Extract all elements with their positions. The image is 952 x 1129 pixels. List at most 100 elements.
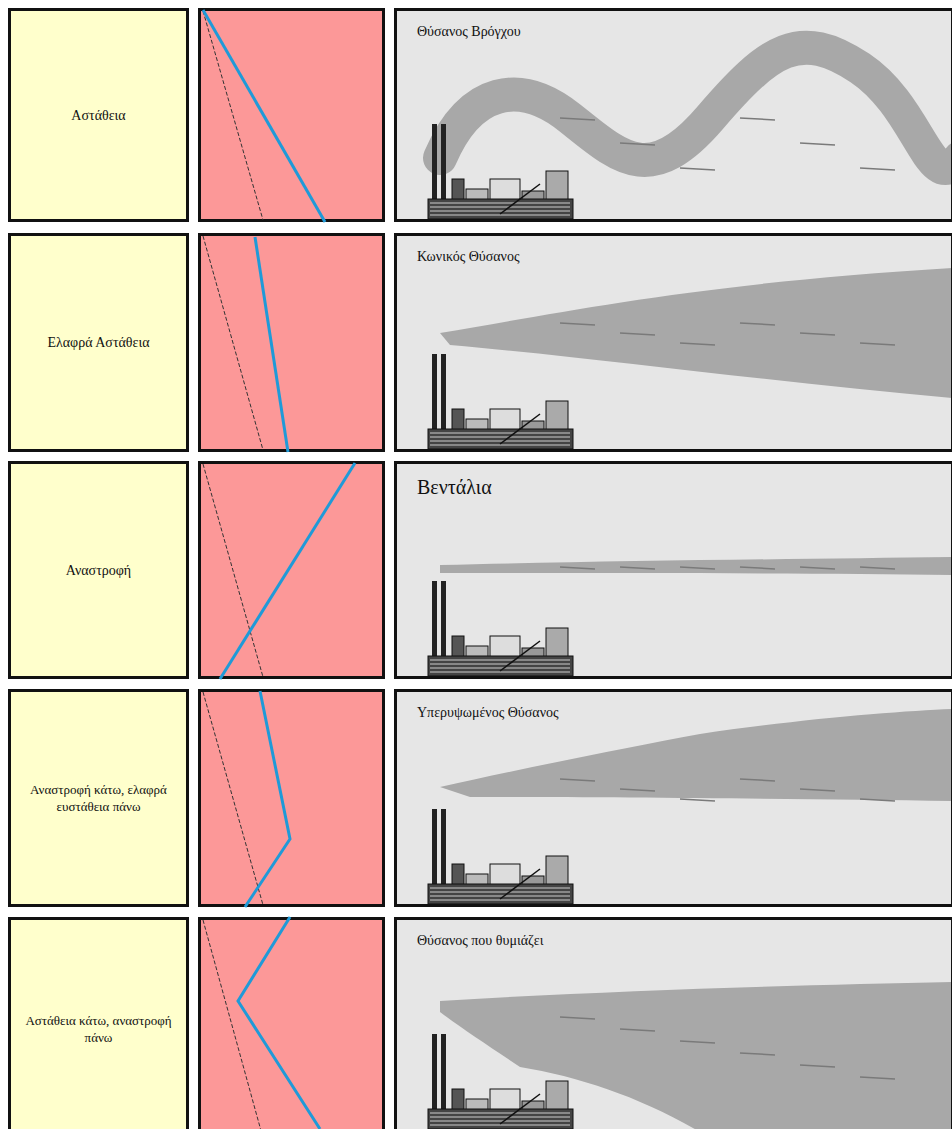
conveyor [500,869,540,899]
smoke-plume [440,709,952,801]
factory-stripe [430,1117,570,1118]
plume-streak [800,789,835,791]
factory-stripe [430,1121,570,1122]
plume-title: Υπερυψωμένος Θύσανος [417,704,559,721]
smoke-plume [440,557,952,575]
panel-ground [394,233,952,452]
adiabatic-line [203,464,263,677]
plume-panel: Κωνικός Θύσανος [394,233,952,452]
factory-stripe [430,668,570,669]
conveyor [500,184,540,214]
plume-streak [680,567,715,569]
factory-base [428,884,573,904]
stability-box: Αναστροφή κάτω, ελαφρά ευστάθεια πάνω [8,689,189,907]
plume-streak [860,799,895,801]
plume-title: Θύσανος Βρόγχου [417,23,521,40]
conveyor [500,1094,540,1124]
plume-streak [740,567,775,569]
plume-streak [560,118,595,120]
conveyor [500,641,540,671]
stability-box: Αναστροφή [8,461,189,679]
panel-ground [394,917,952,1129]
smoke-plume [440,268,952,398]
factory-stripe [430,896,570,897]
temperature-profile [238,917,320,1129]
plume-streak [740,1053,775,1055]
plume-streak [620,143,655,145]
factory-stripe [430,445,570,446]
plume-streak [860,1077,895,1079]
plume-streak [680,343,715,345]
plume-streak [860,343,895,345]
factory-base [428,656,573,676]
factory-stripe [430,441,570,442]
factory-stripe [430,1125,570,1126]
temperature-profile [245,691,290,907]
temperature-profile [255,237,288,452]
stability-box: Αστάθεια κάτω, αναστροφή πάνω [8,917,189,1129]
plume-streak [680,168,715,170]
plume-streak [560,567,595,569]
lapse-rate-panel [200,919,384,1129]
plume-streak [800,567,835,569]
conveyor [500,414,540,444]
plume-streak [800,333,835,335]
factory-stripe [430,211,570,212]
factory-base [428,429,573,449]
plume-streak [620,1029,655,1031]
plume-streak [620,789,655,791]
factory-stripe [430,207,570,208]
temperature-profile [203,10,325,222]
adiabatic-line [203,692,263,905]
adiabatic-line [203,11,263,220]
stability-label: Αστάθεια κάτω, αναστροφή πάνω [11,1008,186,1050]
factory-stripe [430,215,570,216]
plume-streak [740,323,775,325]
factory-stripe [430,892,570,893]
plume-title: Θύσανος που θυμιάζει [417,932,544,949]
plume-streak [560,323,595,325]
factory-stripe [430,203,570,204]
factory-stripe [430,888,570,889]
plume-streak [740,779,775,781]
plume-panel: Θύσανος Βρόγχου [394,8,952,222]
plume-streak [680,799,715,801]
stability-box: Αστάθεια [8,8,189,222]
factory-stripe [430,1113,570,1114]
factory-stripe [430,900,570,901]
plume-streak [800,143,835,145]
stability-label: Αναστροφή κάτω, ελαφρά ευστάθεια πάνω [11,777,186,819]
plume-streak [620,567,655,569]
factory-base [428,1109,573,1129]
plume-streak [680,1041,715,1043]
factory-base [428,199,573,219]
stability-label: Αναστροφή [58,558,139,583]
panel-ground [394,461,952,679]
factory-stripe [430,437,570,438]
factory-stripe [430,433,570,434]
smoke-plume [440,48,952,168]
plume-streak [860,168,895,170]
plume-panel: Υπερυψωμένος Θύσανος [394,689,952,907]
adiabatic-line [203,236,263,450]
stability-box: Ελαφρά Αστάθεια [8,233,189,452]
plume-panel: Βεντάλια [394,461,952,679]
lapse-rate-panel [200,463,384,678]
factory-stripe [430,664,570,665]
stability-label: Αστάθεια [63,103,133,128]
lapse-rate-panel [200,10,384,221]
plume-streak [560,779,595,781]
stability-label: Ελαφρά Αστάθεια [39,330,157,355]
plume-streak [740,118,775,120]
temperature-profile [220,463,355,679]
plume-panel: Θύσανος που θυμιάζει [394,917,952,1129]
smoke-plume [440,982,952,1129]
lapse-rate-panel [200,691,384,906]
plume-streak [800,1065,835,1067]
plume-title: Βεντάλια [417,476,492,498]
plume-streak [560,1017,595,1019]
plume-streak [620,333,655,335]
factory-stripe [430,672,570,673]
plume-streak [860,567,895,569]
plume-title: Κωνικός Θύσανος [417,248,520,265]
